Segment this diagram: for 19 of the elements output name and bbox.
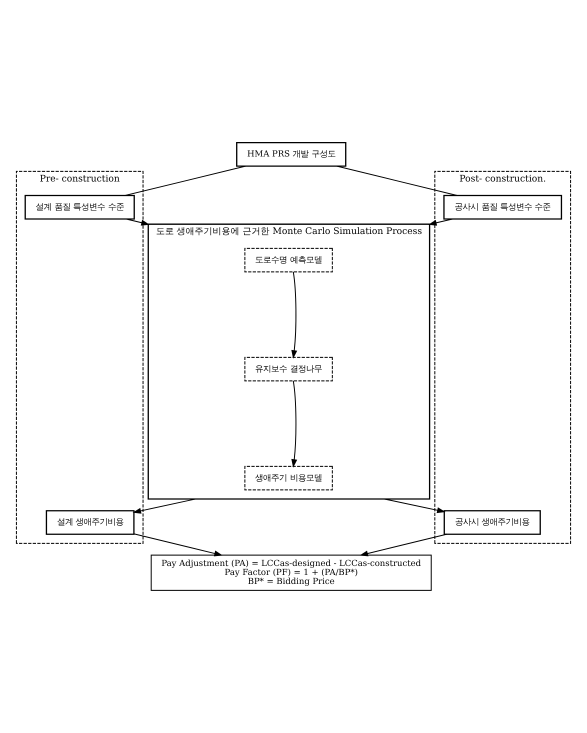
node-box: 도로수명 예측모델 xyxy=(244,248,333,272)
arrow xyxy=(291,271,298,359)
arrow xyxy=(134,533,223,556)
node-box: 공사시 품질 특성변수 수준 xyxy=(443,194,562,220)
arrow xyxy=(291,380,298,468)
node-box: 설계 품질 특성변수 수준 xyxy=(24,194,135,220)
arrow xyxy=(126,218,150,226)
node-box: 설계 생애주기비용 xyxy=(46,510,135,535)
node-box: HMA PRS 개발 구성도 xyxy=(236,142,346,167)
node-box: Pay Adjustment (PA) = LCCas-designed - LCCas-constructed Pay Factor (PF) = 1 + (PA/BP*) BP* = Bidding Price xyxy=(150,554,432,591)
connector xyxy=(124,166,246,196)
arrow xyxy=(384,498,446,514)
arrow xyxy=(132,498,196,514)
node-box: 유지보수 결정나무 xyxy=(244,356,333,382)
node-box: 생애주기 비용모델 xyxy=(244,466,333,490)
arrow xyxy=(428,218,454,226)
node-box: 공사시 생애주기비용 xyxy=(444,510,541,535)
connector xyxy=(336,166,458,196)
arrow xyxy=(360,534,448,556)
